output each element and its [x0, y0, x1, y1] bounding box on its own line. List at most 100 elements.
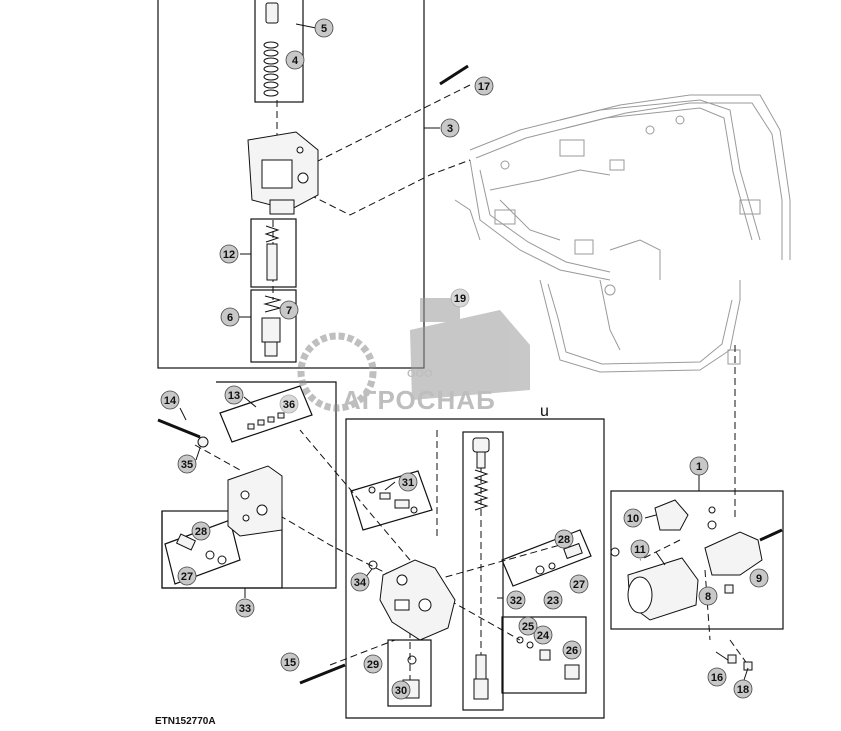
callout-number: 19 — [454, 293, 466, 305]
frame-group-3 — [157, 0, 425, 369]
bolt-15 — [299, 663, 346, 685]
callout-circle — [224, 385, 244, 405]
callout-circle — [191, 521, 211, 541]
frame-item-4 — [254, 0, 304, 103]
callout-circle — [630, 539, 650, 559]
callout-number: 1 — [696, 461, 702, 473]
callout-number: 34 — [354, 577, 367, 589]
components — [157, 2, 783, 700]
watermark-harvester-icon — [410, 310, 530, 400]
callout-28: 28 — [554, 529, 574, 549]
frame-item-31 — [350, 470, 433, 531]
leader-lines — [179, 23, 749, 681]
callout-14: 14 — [160, 390, 180, 410]
frame-item-13 — [219, 385, 313, 443]
callout-number: 27 — [181, 571, 193, 583]
watermark-prefix: ООО — [407, 368, 433, 380]
bolt-14 — [157, 418, 201, 439]
callout-10: 10 — [623, 508, 643, 528]
callout-30: 30 — [391, 680, 411, 700]
callout-24: 24 — [533, 625, 553, 645]
seal-kit-31 — [368, 486, 418, 514]
callout-number: 17 — [478, 81, 490, 93]
callout-31: 31 — [398, 472, 418, 492]
solenoid-10 — [654, 499, 689, 531]
watermark-logo: ООО АГРОСНАБ — [297, 298, 530, 415]
callout-number: 6 — [227, 312, 233, 324]
callout-circle — [518, 616, 538, 636]
callout-number: 10 — [627, 513, 639, 525]
callout-circle — [177, 454, 197, 474]
callout-circle — [219, 244, 239, 264]
callout-number: 13 — [228, 390, 240, 402]
callout-circle — [543, 590, 563, 610]
callout-number: 7 — [286, 305, 292, 317]
callout-number: 26 — [566, 645, 578, 657]
callout-9: 9 — [749, 568, 769, 588]
figure-code: ETN152770A — [155, 716, 216, 727]
callout-circle — [749, 568, 769, 588]
callout-19: 19 — [450, 288, 470, 308]
callout-35: 35 — [177, 454, 197, 474]
callout-number: 5 — [321, 23, 327, 35]
hydraulic-lines-background — [454, 94, 791, 373]
plug-5 — [265, 2, 279, 24]
callout-circle — [506, 590, 526, 610]
callout-number: 4 — [292, 55, 299, 67]
callout-29: 29 — [363, 654, 383, 674]
block-33 — [227, 465, 283, 537]
callout-number: 25 — [522, 621, 534, 633]
callout-33: 33 — [235, 598, 255, 618]
callout-circle — [689, 456, 709, 476]
callout-circle — [279, 300, 299, 320]
callout-18: 18 — [733, 679, 753, 699]
frame-group-1 — [610, 490, 784, 630]
callout-32: 32 — [506, 590, 526, 610]
callout-circle — [279, 394, 299, 414]
callout-number: 28 — [558, 534, 570, 546]
callout-circle — [220, 307, 240, 327]
callout-number: 14 — [164, 395, 177, 407]
callout-circle — [440, 118, 460, 138]
callout-circle — [569, 574, 589, 594]
callout-8: 8 — [698, 586, 718, 606]
callout-25: 25 — [518, 616, 538, 636]
callout-number: 18 — [737, 684, 749, 696]
callout-circle — [280, 652, 300, 672]
fitting-28-right — [563, 542, 583, 560]
frame-item-23 — [501, 616, 587, 694]
callout-27: 27 — [177, 566, 197, 586]
callout-17: 17 — [474, 76, 494, 96]
callout-number: 24 — [537, 630, 550, 642]
callout-36: 36 — [279, 394, 299, 414]
bolt-17 — [439, 64, 469, 86]
pump-9 — [704, 531, 763, 576]
callout-7: 7 — [279, 300, 299, 320]
dashed-assembly-lines — [194, 84, 749, 690]
frame-group-32 — [345, 418, 605, 719]
callout-circle — [698, 586, 718, 606]
callout-number: 35 — [181, 459, 193, 471]
callout-11: 11 — [630, 539, 650, 559]
watermark-company-name: АГРОСНАБ — [342, 385, 496, 415]
callout-number: 11 — [634, 544, 646, 556]
callout-number: 28 — [195, 526, 207, 538]
callout-12: 12 — [219, 244, 239, 264]
callout-number: 33 — [239, 603, 251, 615]
callout-circle — [177, 566, 197, 586]
callout-circle — [707, 667, 727, 687]
fitting-28-left — [175, 533, 197, 551]
callout-circle — [391, 680, 411, 700]
callout-number: 9 — [756, 573, 762, 585]
callout-number: 12 — [223, 249, 235, 261]
callout-circle — [314, 18, 334, 38]
callout-16: 16 — [707, 667, 727, 687]
callout-number: 29 — [367, 659, 379, 671]
callout-circle — [350, 572, 370, 592]
callout-number: 23 — [547, 595, 559, 607]
callout-5: 5 — [314, 18, 334, 38]
callout-6: 6 — [220, 307, 240, 327]
callout-1: 1 — [689, 456, 709, 476]
